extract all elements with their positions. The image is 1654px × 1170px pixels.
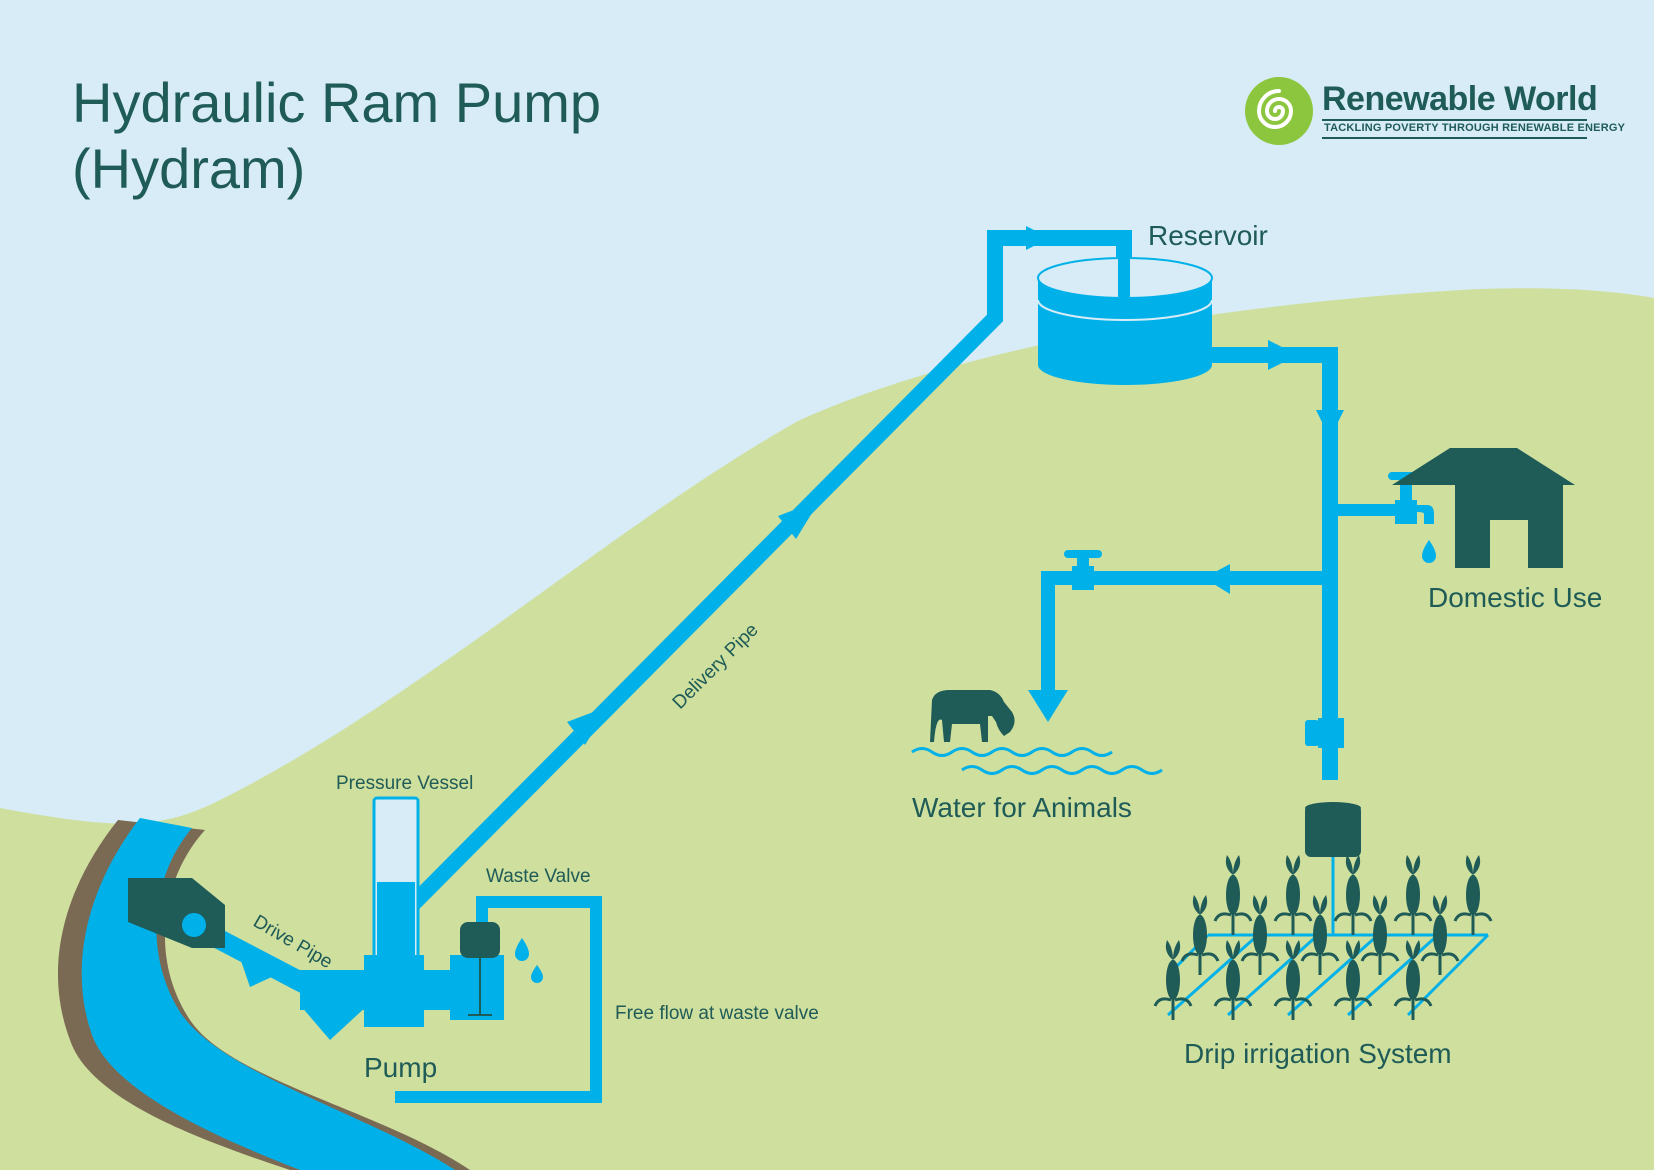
drip-irrigation-label: Drip irrigation System [1184, 1038, 1452, 1069]
pump-label: Pump [364, 1052, 438, 1083]
valve-handle [1305, 720, 1319, 746]
reservoir-water [1038, 278, 1212, 385]
free-flow-label: Free flow at waste valve [615, 1003, 819, 1024]
domestic-use-label: Domestic Use [1428, 582, 1603, 613]
reservoir-waterline [1037, 299, 1213, 321]
flow-arrow-icon [1204, 564, 1230, 594]
house-icon [1392, 448, 1575, 568]
pump-assembly [300, 796, 543, 1040]
water-drop-icon [1422, 540, 1436, 563]
drive-pipe-mouth [182, 913, 206, 937]
flow-arrow-icon [1026, 226, 1050, 250]
animal-tap [1064, 550, 1102, 590]
logo-name: Renewable World [1322, 80, 1598, 118]
drip-irrigation [1153, 802, 1493, 1022]
logo-rule [1322, 119, 1587, 121]
page-title: Hydraulic Ram Pump (Hydram) [72, 70, 601, 202]
tap-icon [1072, 566, 1094, 590]
flow-arrow-icon [778, 500, 820, 539]
flow-arrow-icon [567, 706, 609, 745]
flow-arrows [238, 226, 1344, 987]
valve-body [1318, 718, 1344, 748]
drip-tank-top [1305, 802, 1361, 814]
pump-chamber [364, 955, 424, 1027]
water-for-animals-label: Water for Animals [912, 792, 1132, 823]
title-line-1: Hydraulic Ram Pump [72, 71, 602, 134]
renewable-world-logo: Renewable World TACKLING POVERTY THROUGH… [1244, 74, 1625, 150]
distribution-pipe [1210, 347, 1338, 780]
cow-icon [930, 690, 1015, 742]
house-roof [1392, 448, 1575, 485]
waste-valve-body [450, 955, 504, 1020]
pump-inlet-flange [300, 975, 368, 1040]
water-drop-icon [515, 938, 529, 961]
pressure-vessel-label: Pressure Vessel [336, 773, 474, 794]
reservoir-inlet [1118, 238, 1130, 300]
wave-line [961, 765, 1163, 775]
logo-rule [1322, 137, 1587, 139]
irrigation-valve [1305, 718, 1344, 748]
drip-tank [1305, 805, 1361, 857]
tap-handle [1064, 550, 1102, 558]
flow-arrow-icon [1028, 690, 1068, 722]
water-drop-icon [531, 965, 543, 983]
animal-branch-pipe [1041, 571, 1330, 690]
river-water [81, 818, 456, 1170]
flow-arrow-icon [1268, 340, 1298, 370]
flow-arrow-icon [1316, 410, 1344, 438]
spiral-logo-icon [1245, 77, 1313, 145]
reservoir-tank [1037, 238, 1213, 385]
reservoir-label: Reservoir [1148, 220, 1268, 251]
wave-line [911, 747, 1113, 757]
flow-arrow-icon [238, 952, 276, 987]
waste-valve-label: Waste Valve [486, 866, 591, 887]
water-wave-icon [911, 747, 1163, 775]
cow-body [930, 690, 1015, 742]
tap-spout [1417, 505, 1434, 524]
waste-valve-cap [460, 922, 500, 958]
tap-icon [1395, 500, 1417, 524]
house-door [1490, 520, 1528, 568]
title-line-2: (Hydram) [72, 137, 306, 200]
logo-tagline: TACKLING POVERTY THROUGH RENEWABLE ENERG… [1324, 122, 1626, 134]
